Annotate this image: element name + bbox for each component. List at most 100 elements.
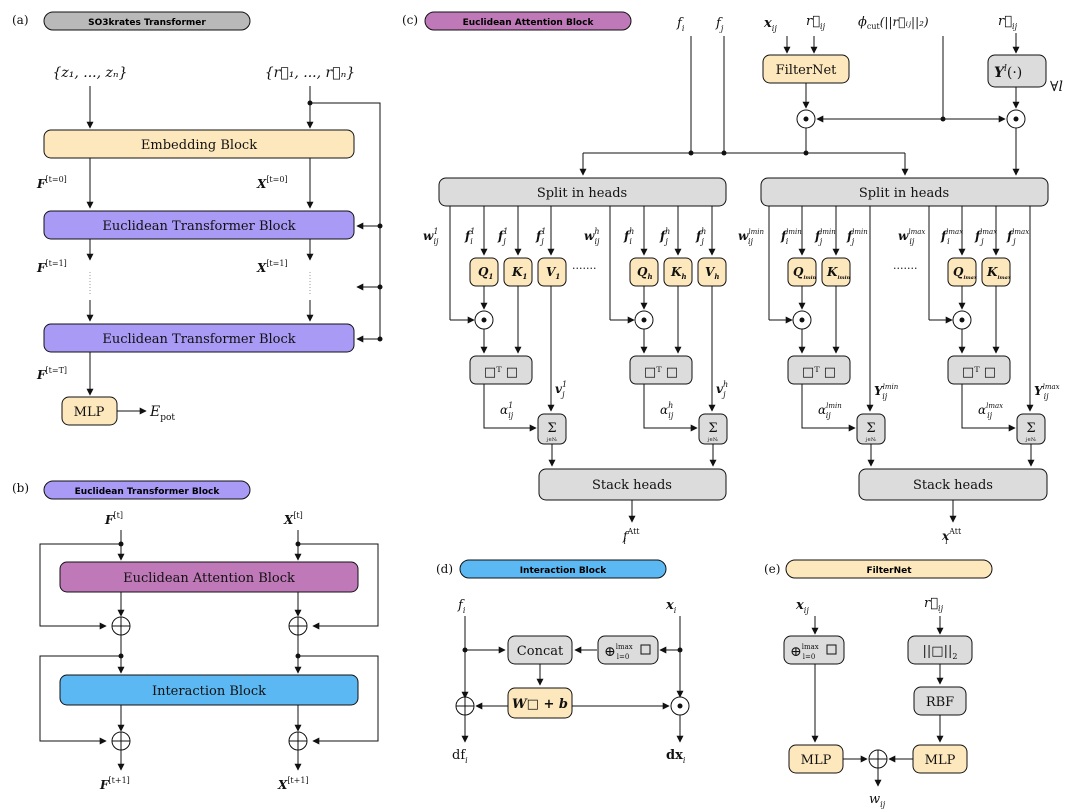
ylm-label: Yl(·) xyxy=(994,64,1022,81)
dots-right: ······· xyxy=(893,262,917,275)
sum-1-sub: j∈Nᵢ xyxy=(546,437,558,443)
dots-left: ······· xyxy=(572,262,596,275)
concat-label: Concat xyxy=(517,644,564,659)
d-oplus-box xyxy=(597,635,659,665)
Klmax-label: Klmax xyxy=(986,265,1012,281)
ylm-box xyxy=(987,54,1047,88)
panel-b-tag: (b) xyxy=(12,481,29,495)
forall-label: ∀l xyxy=(1050,79,1063,95)
interaction-block-label: Interaction Block xyxy=(152,684,266,699)
Qh-label: Qh xyxy=(637,265,653,281)
X0-label: X[t=0] xyxy=(256,175,288,191)
split-heads-right-label: Split in heads xyxy=(859,186,949,201)
mlp-label: MLP xyxy=(74,405,105,420)
panel-c-title: Euclidean Attention Block xyxy=(463,18,595,28)
panel-b: (b) Euclidean Transformer Block F[t] X[t… xyxy=(12,480,379,792)
split-heads-left-label: Split in heads xyxy=(537,186,627,201)
panel-a-title: SO3krates Transformer xyxy=(88,18,206,28)
dot-product-1-label: □ᵀ □ xyxy=(484,365,518,380)
panel-d-tag: (d) xyxy=(436,562,453,576)
c-xij-input: xij xyxy=(763,16,777,33)
panel-c: (c) Euclidean Attention Block fi fj xij … xyxy=(402,11,1063,546)
sum-lmin-symbol: Σ xyxy=(866,421,875,436)
e-mlp-left-label: MLP xyxy=(801,753,832,768)
input-z-label: {z₁, ..., zₙ} xyxy=(52,65,127,81)
panel-e-title: FilterNet xyxy=(866,566,912,576)
attention-block-label: Euclidean Attention Block xyxy=(123,571,295,586)
V1-box xyxy=(537,257,567,287)
norm-label: ||□||2 xyxy=(923,644,958,661)
stack-heads-right-label: Stack heads xyxy=(913,478,993,493)
split-heads-left xyxy=(438,177,727,207)
sum-lmax-sub: j∈Nᵢ xyxy=(1025,437,1037,443)
e-xij-input: xij xyxy=(795,598,809,615)
d-fi-input: fi xyxy=(457,598,466,615)
attention-block xyxy=(59,561,359,593)
e-mlp-right-label: MLP xyxy=(925,753,956,768)
panel-d-title: Interaction Block xyxy=(520,566,608,576)
panel-a: (a) SO3krates Transformer {z₁, ..., zₙ} … xyxy=(12,11,383,426)
e-oplus-square xyxy=(826,644,837,655)
panel-c-title-pill xyxy=(424,11,632,31)
F0-label: F[t=0] xyxy=(36,175,67,191)
Kh-label: Kh xyxy=(670,265,687,281)
F-in-label: F[t] xyxy=(104,511,123,527)
w-output: wij xyxy=(869,792,886,809)
FT-label: F[t=T] xyxy=(36,366,67,382)
embedding-block xyxy=(43,129,355,159)
c-fi-input: fi xyxy=(676,16,685,33)
filternet-label: FilterNet xyxy=(776,63,838,78)
X-in-label: X[t] xyxy=(283,511,303,527)
panel-e-title-pill xyxy=(785,559,993,579)
sum-lmax-symbol: Σ xyxy=(1026,421,1035,436)
sum-1-symbol: Σ xyxy=(547,421,556,436)
Vh-label: Vh xyxy=(705,265,719,281)
d-oplus-square xyxy=(640,644,651,655)
c-rij-input-2: r⃗ij xyxy=(998,14,1018,31)
dot-product-h xyxy=(629,355,693,385)
panel-b-title-pill xyxy=(43,480,251,500)
dx-output: dxi xyxy=(666,748,686,765)
interaction-block xyxy=(59,674,359,706)
F1-label: F[t=1] xyxy=(36,259,67,275)
euclid-transformer-block-1 xyxy=(43,210,355,240)
V1-label: V1 xyxy=(546,265,560,281)
euclid-transformer-block-2-label: Euclidean Transformer Block xyxy=(102,332,295,347)
sum-lmin-sub: j∈Nᵢ xyxy=(865,437,877,443)
dot-product-lmin xyxy=(787,355,851,385)
linear-label: W□ + b xyxy=(512,697,568,712)
Klmin-label: Klmin xyxy=(826,265,851,281)
embedding-block-label: Embedding Block xyxy=(141,138,257,153)
sum-h-symbol: Σ xyxy=(708,421,717,436)
e-oplus-box xyxy=(783,635,845,665)
panel-b-title: Euclidean Transformer Block xyxy=(75,487,221,497)
X-out-label: X[t+1] xyxy=(277,776,309,792)
c-fj-input: fj xyxy=(715,16,724,33)
stack-heads-left-label: Stack heads xyxy=(592,478,672,493)
